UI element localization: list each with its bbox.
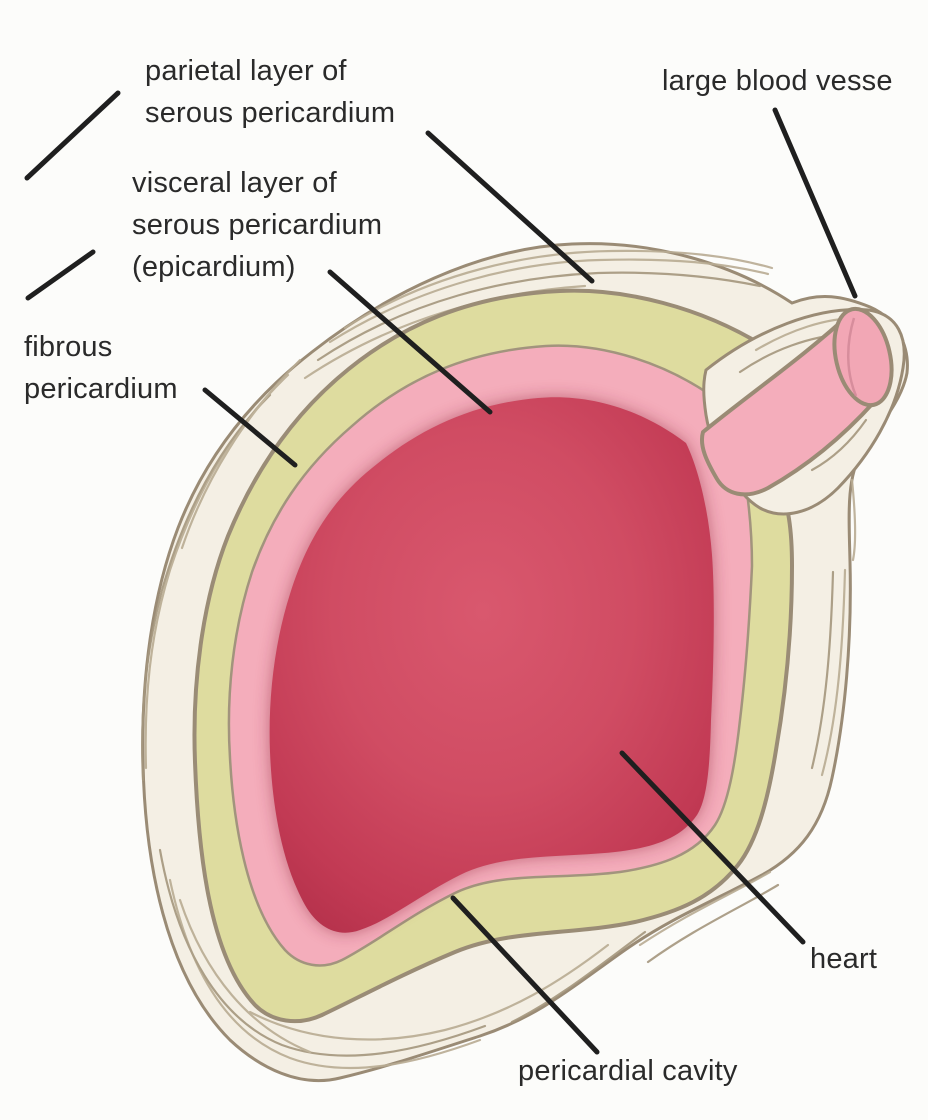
fibrous-texture-lines xyxy=(141,249,857,1070)
label-pericardial-cavity: pericardial cavity xyxy=(518,1055,738,1087)
leader-line-mid-left xyxy=(25,249,96,301)
heart-shape xyxy=(269,397,714,933)
leader-line-pericardial-cavity xyxy=(450,895,600,1055)
blood-vessel-shape xyxy=(700,310,876,497)
label-large-blood-vessel: large blood vesse xyxy=(662,65,893,97)
leader-line-parietal xyxy=(425,130,595,284)
leader-line-heart xyxy=(619,750,806,945)
leader-line-visceral xyxy=(327,269,493,415)
label-fibrous-pericardium: fibrous pericardium xyxy=(24,331,178,405)
leader-line-large-vessel xyxy=(772,107,858,299)
label-heart: heart xyxy=(810,943,878,975)
blood-vessel-rim-shading xyxy=(847,317,858,397)
blood-vessel-cut-face xyxy=(832,306,894,408)
label-parietal-layer: parietal layer of serous pericardium xyxy=(145,55,396,129)
leader-line-upper-left xyxy=(24,90,121,181)
leader-lines xyxy=(24,90,858,1055)
label-visceral-layer: visceral layer of serous pericardium (ep… xyxy=(132,167,383,283)
leader-line-fibrous xyxy=(202,387,298,468)
